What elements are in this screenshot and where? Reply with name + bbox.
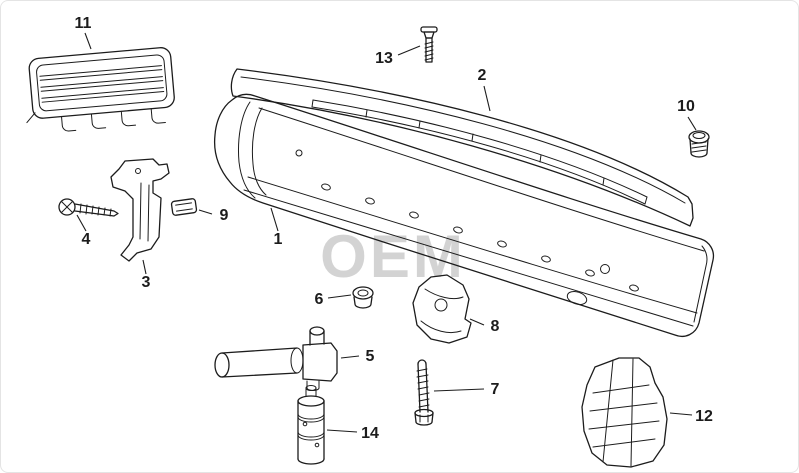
callout-10-label: 10 [677, 98, 695, 115]
callout-10-leader [687, 116, 697, 131]
callout-9-label: 9 [220, 207, 229, 224]
callout-8-leader [469, 318, 485, 326]
part-3-drawing [110, 158, 170, 262]
part-9-drawing [170, 198, 198, 216]
callout-5-leader [340, 355, 360, 359]
callout-1-label: 1 [274, 231, 283, 248]
callout-2-label: 2 [478, 67, 487, 84]
callout-9: 9 [198, 207, 229, 224]
callout-3-label: 3 [142, 274, 151, 291]
part-6-drawing [352, 286, 374, 309]
callout-12-leader [669, 412, 693, 416]
part-14-drawing [297, 385, 325, 465]
callout-11-leader [84, 32, 92, 50]
callout-6: 6 [315, 291, 352, 308]
callout-13: 13 [375, 45, 421, 67]
part-12-drawing [581, 357, 668, 468]
callout-2: 2 [478, 67, 491, 112]
callout-8: 8 [469, 318, 500, 335]
callout-11-label: 11 [75, 15, 92, 32]
part-5-drawing [214, 326, 338, 391]
callout-8-label: 8 [491, 318, 500, 335]
callout-1-leader [270, 207, 279, 232]
callout-7-label: 7 [491, 381, 500, 398]
callout-9-leader [198, 209, 213, 215]
callout-4-leader [76, 214, 87, 232]
callout-4-label: 4 [82, 231, 91, 248]
callout-6-leader [327, 294, 352, 299]
part-4-drawing [58, 198, 119, 217]
callout-13-leader [397, 45, 421, 56]
callout-10: 10 [677, 98, 697, 131]
part-11-drawing [26, 47, 175, 132]
callout-14-label: 14 [361, 425, 379, 442]
callout-4: 4 [76, 214, 91, 248]
callout-2-leader [483, 85, 491, 112]
callout-1: 1 [270, 207, 283, 248]
part-8-drawing [412, 274, 472, 344]
part-1-drawing [213, 93, 715, 338]
callout-12: 12 [669, 408, 713, 425]
callout-12-label: 12 [695, 408, 713, 425]
callout-5: 5 [340, 348, 375, 365]
watermark-text: OEM [320, 223, 466, 290]
callout-7: 7 [433, 381, 500, 398]
callout-5-label: 5 [366, 348, 375, 365]
callout-3-leader [142, 259, 147, 275]
callout-13-label: 13 [375, 50, 393, 67]
part-10-drawing [688, 130, 710, 158]
callout-14: 14 [326, 425, 379, 442]
part-7-drawing [414, 359, 434, 426]
callout-14-leader [326, 429, 358, 433]
callout-6-label: 6 [315, 291, 324, 308]
part-2-drawing [230, 68, 694, 227]
callout-3: 3 [142, 259, 151, 291]
callout-7-leader [433, 388, 485, 392]
part-13-drawing [420, 26, 438, 63]
callout-11: 11 [75, 15, 92, 50]
